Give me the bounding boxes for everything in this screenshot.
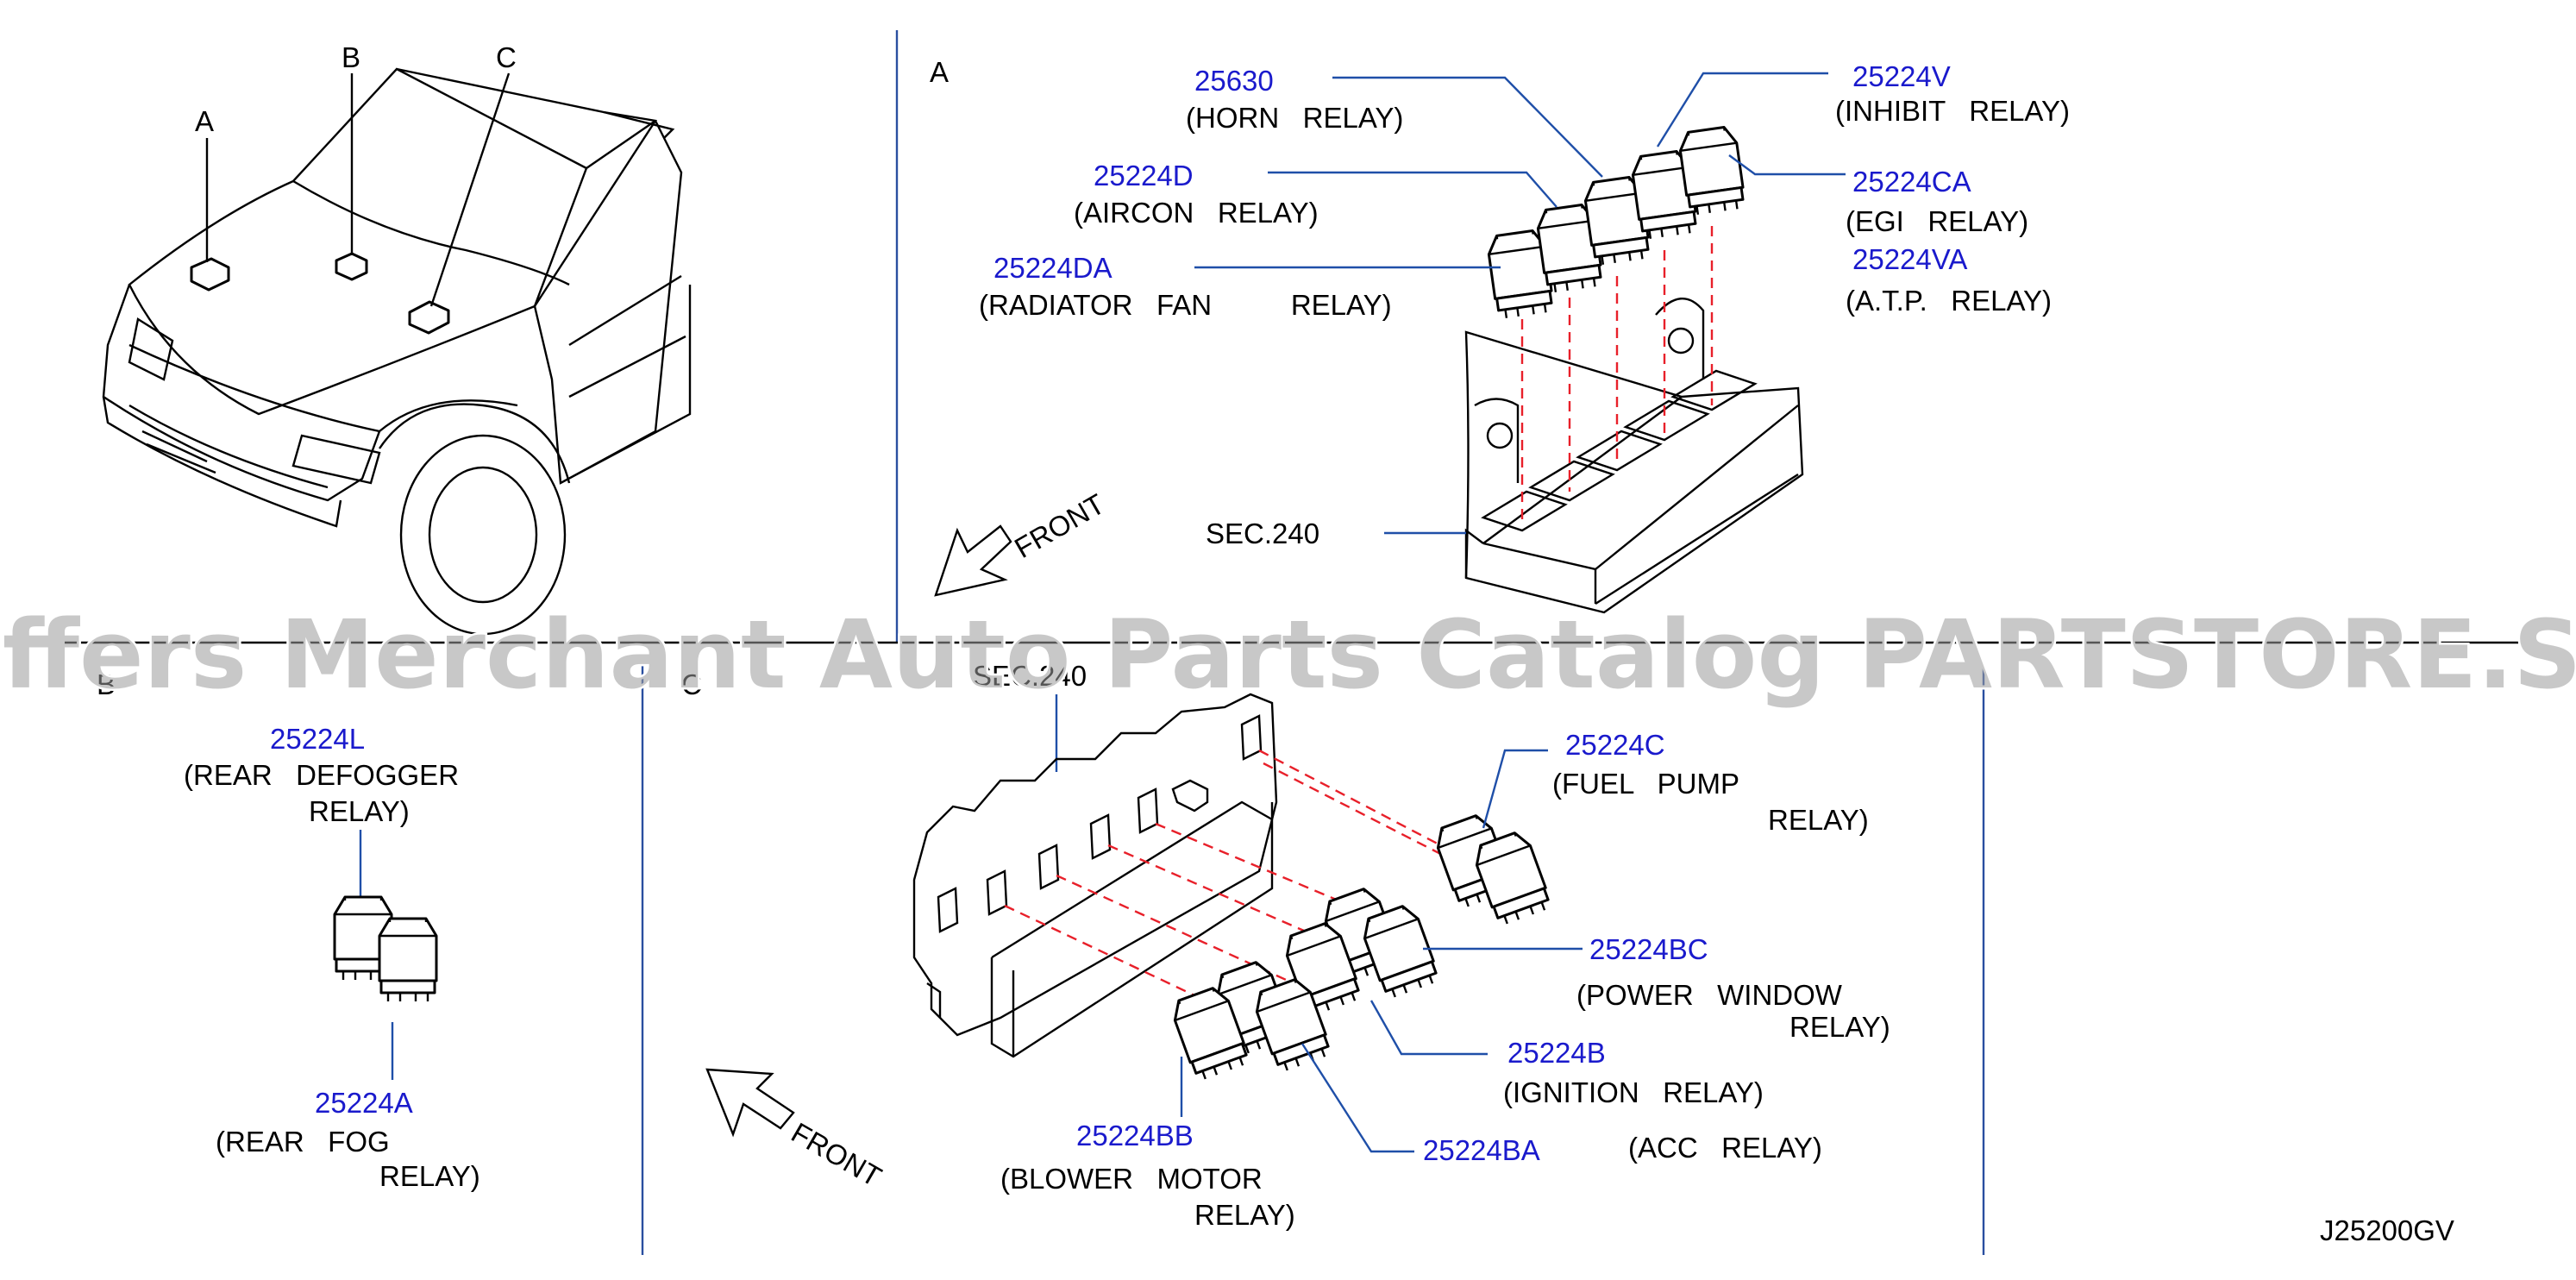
front-arrow-icon: FRONT — [705, 1068, 887, 1193]
part-number-25224bc: 25224BC — [1589, 933, 1708, 965]
part-name-horn-relay: (HORN RELAY) — [1186, 102, 1403, 134]
front-arrow-icon: FRONT — [934, 487, 1110, 597]
part-number-25224va: 25224VA — [1852, 243, 1967, 275]
part-number-25224ba: 25224BA — [1423, 1134, 1540, 1166]
part-name-inhibit-relay: (INHIBIT RELAY) — [1835, 95, 2070, 127]
part-name-power-window-relay: (POWER WINDOW — [1576, 979, 1843, 1011]
part-name-acc-relay: (ACC RELAY) — [1628, 1132, 1822, 1164]
part-number-25224l: 25224L — [270, 723, 365, 755]
section-c: C SEC.240 — [681, 660, 1890, 1231]
section-a-sec-ref: SEC.240 — [1206, 518, 1319, 549]
section-c-front-label: FRONT — [787, 1116, 887, 1193]
part-name-rear-defogger-relay: (REAR DEFOGGER — [184, 759, 459, 791]
overview-label-c: C — [496, 41, 517, 73]
overview-label-a: A — [195, 105, 214, 137]
section-c-sec-ref: SEC.240 — [973, 660, 1087, 692]
section-a-letter: A — [930, 56, 949, 88]
part-name-power-window-relay-line2: RELAY) — [1789, 1011, 1890, 1043]
part-number-25630: 25630 — [1194, 65, 1274, 97]
part-number-25224b: 25224B — [1507, 1037, 1606, 1069]
part-name-blower-motor-relay-line2: RELAY) — [1194, 1199, 1295, 1231]
part-name-rear-defogger-relay-line2: RELAY) — [309, 795, 410, 827]
part-name-blower-motor-relay: (BLOWER MOTOR — [1000, 1163, 1263, 1195]
overview-label-b: B — [342, 41, 360, 73]
part-number-25224ca: 25224CA — [1852, 166, 1971, 198]
part-name-atp-relay: (A.T.P. RELAY) — [1846, 285, 2052, 317]
part-name-aircon-relay: (AIRCON RELAY) — [1074, 197, 1319, 229]
part-name-rear-fog-relay: (REAR FOG — [216, 1126, 390, 1158]
section-c-letter: C — [681, 668, 702, 700]
watermark-text: Offers Merchant Auto Parts Catalog PARTS… — [0, 599, 2576, 710]
part-number-25224c: 25224C — [1565, 729, 1665, 761]
part-number-25224d: 25224D — [1094, 160, 1194, 191]
part-number-25224v: 25224V — [1852, 60, 1951, 92]
part-name-rear-fog-relay-line2: RELAY) — [379, 1160, 480, 1192]
part-number-25224bb: 25224BB — [1076, 1120, 1194, 1151]
section-a-front-label: FRONT — [1009, 487, 1110, 564]
diagram-code: J25200GV — [2320, 1214, 2454, 1246]
part-name-fuel-pump-relay-line2: RELAY) — [1768, 804, 1869, 836]
section-b-letter: B — [97, 668, 116, 700]
part-number-25224da: 25224DA — [993, 252, 1113, 284]
part-name-radiator-fan-relay: (RADIATOR FAN RELAY) — [979, 289, 1392, 321]
vehicle-overview: A B C — [102, 41, 692, 636]
part-name-egi-relay: (EGI RELAY) — [1846, 205, 2028, 237]
part-name-ignition-relay: (IGNITION RELAY) — [1503, 1076, 1764, 1108]
part-number-25224a: 25224A — [315, 1087, 413, 1119]
section-dividers — [65, 30, 2518, 1255]
part-name-fuel-pump-relay: (FUEL PUMP — [1552, 768, 1739, 800]
section-b: B 25224L (REAR DEFOGGER RELAY) 25224A (R… — [97, 668, 480, 1192]
section-a: A 25630 — [930, 56, 2070, 614]
